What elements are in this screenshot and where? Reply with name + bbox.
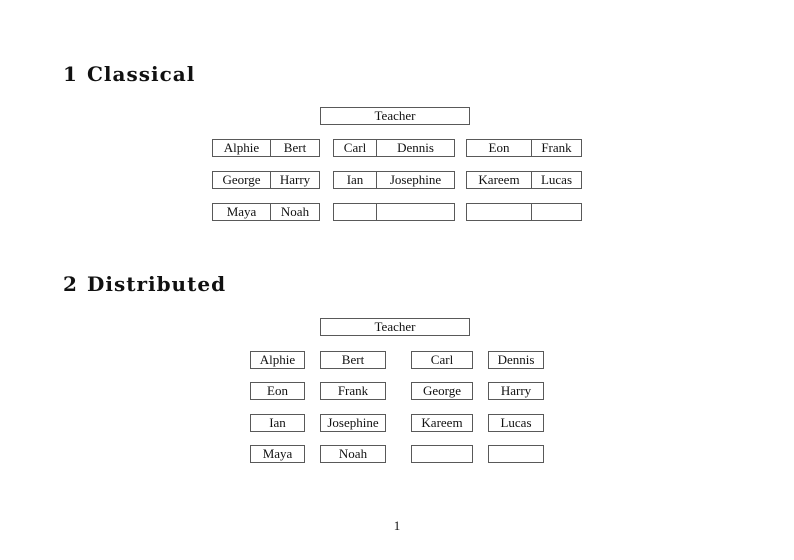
desk: Ian bbox=[250, 414, 305, 432]
seat: Harry bbox=[279, 172, 311, 187]
seat: Ian bbox=[334, 172, 377, 188]
desk bbox=[333, 203, 455, 221]
section-number: 1 bbox=[63, 62, 77, 86]
seat: Bert bbox=[283, 140, 307, 155]
desk: George bbox=[411, 382, 473, 400]
desk bbox=[466, 203, 582, 221]
teacher-desk: Teacher bbox=[320, 107, 470, 125]
desk: Carl Dennis bbox=[333, 139, 455, 157]
seat: Dennis bbox=[397, 140, 434, 155]
desk: Kareem bbox=[411, 414, 473, 432]
desk: Frank bbox=[320, 382, 386, 400]
desk: Bert bbox=[320, 351, 386, 369]
section-number: 2 bbox=[63, 272, 77, 296]
desk: Eon Frank bbox=[466, 139, 582, 157]
desk: Maya Noah bbox=[212, 203, 320, 221]
seat: Frank bbox=[541, 140, 572, 155]
seat: Alphie bbox=[213, 140, 271, 156]
seat bbox=[467, 204, 532, 220]
desk bbox=[411, 445, 473, 463]
desk: Josephine bbox=[320, 414, 386, 432]
seat bbox=[377, 204, 454, 220]
desk: Noah bbox=[320, 445, 386, 463]
seat bbox=[334, 204, 377, 220]
desk: Kareem Lucas bbox=[466, 171, 582, 189]
seat bbox=[532, 204, 581, 220]
section-title: Distributed bbox=[87, 272, 227, 296]
desk: Maya bbox=[250, 445, 305, 463]
desk: Alphie Bert bbox=[212, 139, 320, 157]
desk bbox=[488, 445, 544, 463]
seat: Eon bbox=[467, 140, 532, 156]
seat: Noah bbox=[280, 204, 310, 219]
seat: Josephine bbox=[389, 172, 442, 187]
desk: Carl bbox=[411, 351, 473, 369]
seat: Carl bbox=[334, 140, 377, 156]
desk: Lucas bbox=[488, 414, 544, 432]
seat: George bbox=[213, 172, 271, 188]
section-heading-distributed: 2 Distributed bbox=[63, 272, 226, 296]
desk: Ian Josephine bbox=[333, 171, 455, 189]
section-heading-classical: 1 Classical bbox=[63, 62, 195, 86]
page-number: 1 bbox=[393, 518, 401, 533]
teacher-desk: Teacher bbox=[320, 318, 470, 336]
desk: Eon bbox=[250, 382, 305, 400]
seat: Maya bbox=[213, 204, 271, 220]
seat: Lucas bbox=[540, 172, 573, 187]
desk: Dennis bbox=[488, 351, 544, 369]
desk: George Harry bbox=[212, 171, 320, 189]
desk: Alphie bbox=[250, 351, 305, 369]
seat: Kareem bbox=[467, 172, 532, 188]
desk: Harry bbox=[488, 382, 544, 400]
section-title: Classical bbox=[87, 62, 196, 86]
